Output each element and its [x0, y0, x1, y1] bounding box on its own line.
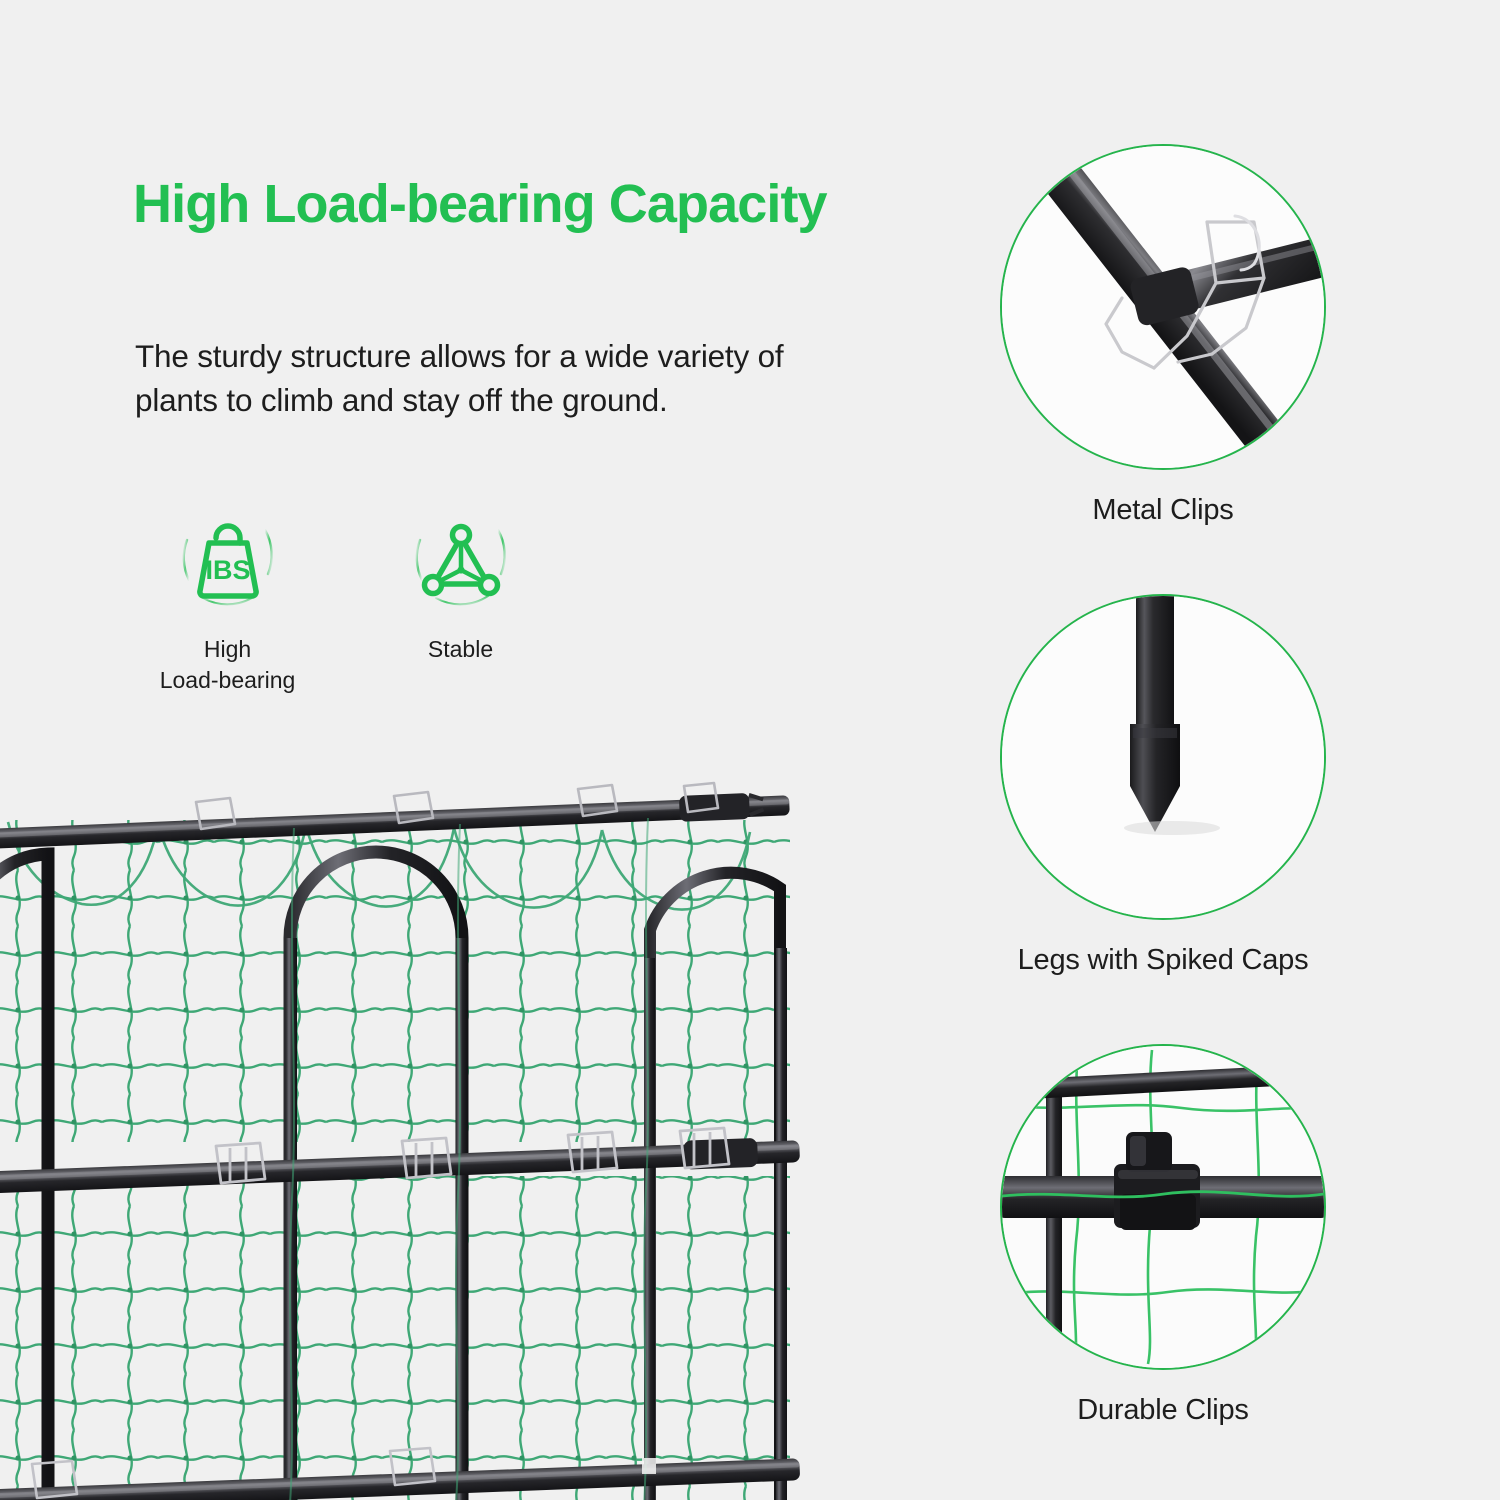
- spiked-caps-photo: [1000, 594, 1326, 920]
- feature-label: Stable: [427, 636, 494, 662]
- detail-durable-clips: Durable Clips: [998, 1044, 1328, 1427]
- load-bag-icon: IBS: [169, 500, 287, 618]
- feature-stable: Stable: [368, 500, 553, 695]
- feature-label: High Load-bearing: [159, 636, 296, 693]
- detail-caption: Durable Clips: [1077, 1394, 1249, 1426]
- product-photo-trellis: [0, 758, 820, 1500]
- detail-caption: Legs with Spiked Caps: [1017, 944, 1309, 976]
- detail-caption: Metal Clips: [1092, 494, 1234, 526]
- feature-high-load-bearing: IBS High Load-bearing: [135, 500, 320, 695]
- detail-metal-clips: Metal Clips: [998, 144, 1328, 527]
- page-subcopy: The sturdy structure allows for a wide v…: [135, 337, 784, 419]
- load-bag-icon-text: IBS: [205, 555, 250, 585]
- metal-clips-photo: [1000, 144, 1326, 470]
- page-title: High Load-bearing Capacity: [133, 174, 828, 235]
- tripod-stable-icon: [402, 500, 520, 618]
- detail-spiked-caps: Legs with Spiked Caps: [998, 594, 1328, 977]
- feature-icon-row: IBS High Load-bearing: [135, 500, 553, 695]
- durable-clips-photo: [1000, 1044, 1326, 1370]
